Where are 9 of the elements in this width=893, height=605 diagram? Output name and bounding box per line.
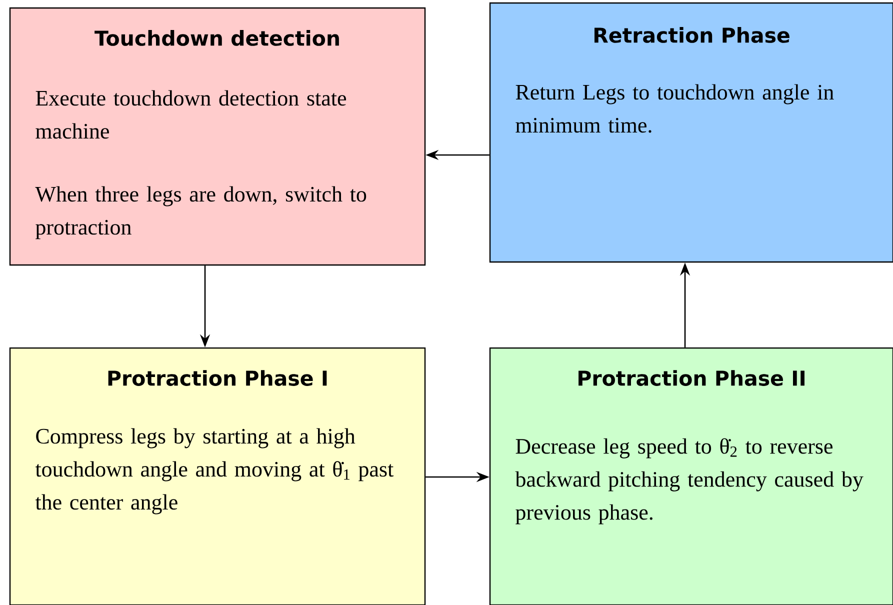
description-text: Decrease leg speed to θ̇$_{2}$ to reverse backward pitching tendency caused by previous phase.	[515, 438, 864, 524]
description-text: When three legs are down, switch to protraction	[35, 186, 366, 240]
description-text: Return Legs to touchdown angle in minimum time.	[516, 84, 834, 133]
box-heading: Touchdown detection	[94, 30, 339, 46]
description-text: Execute touchdown detection state machine	[36, 90, 346, 139]
box-heading: Protraction Phase II	[578, 370, 804, 386]
box-heading: Retraction Phase	[594, 27, 790, 43]
description-text: Compress legs by starting at a high touchdown angle and moving at θ̇$_{1}$ past the center angle	[35, 428, 394, 514]
box-heading: Protraction Phase I	[108, 370, 327, 386]
